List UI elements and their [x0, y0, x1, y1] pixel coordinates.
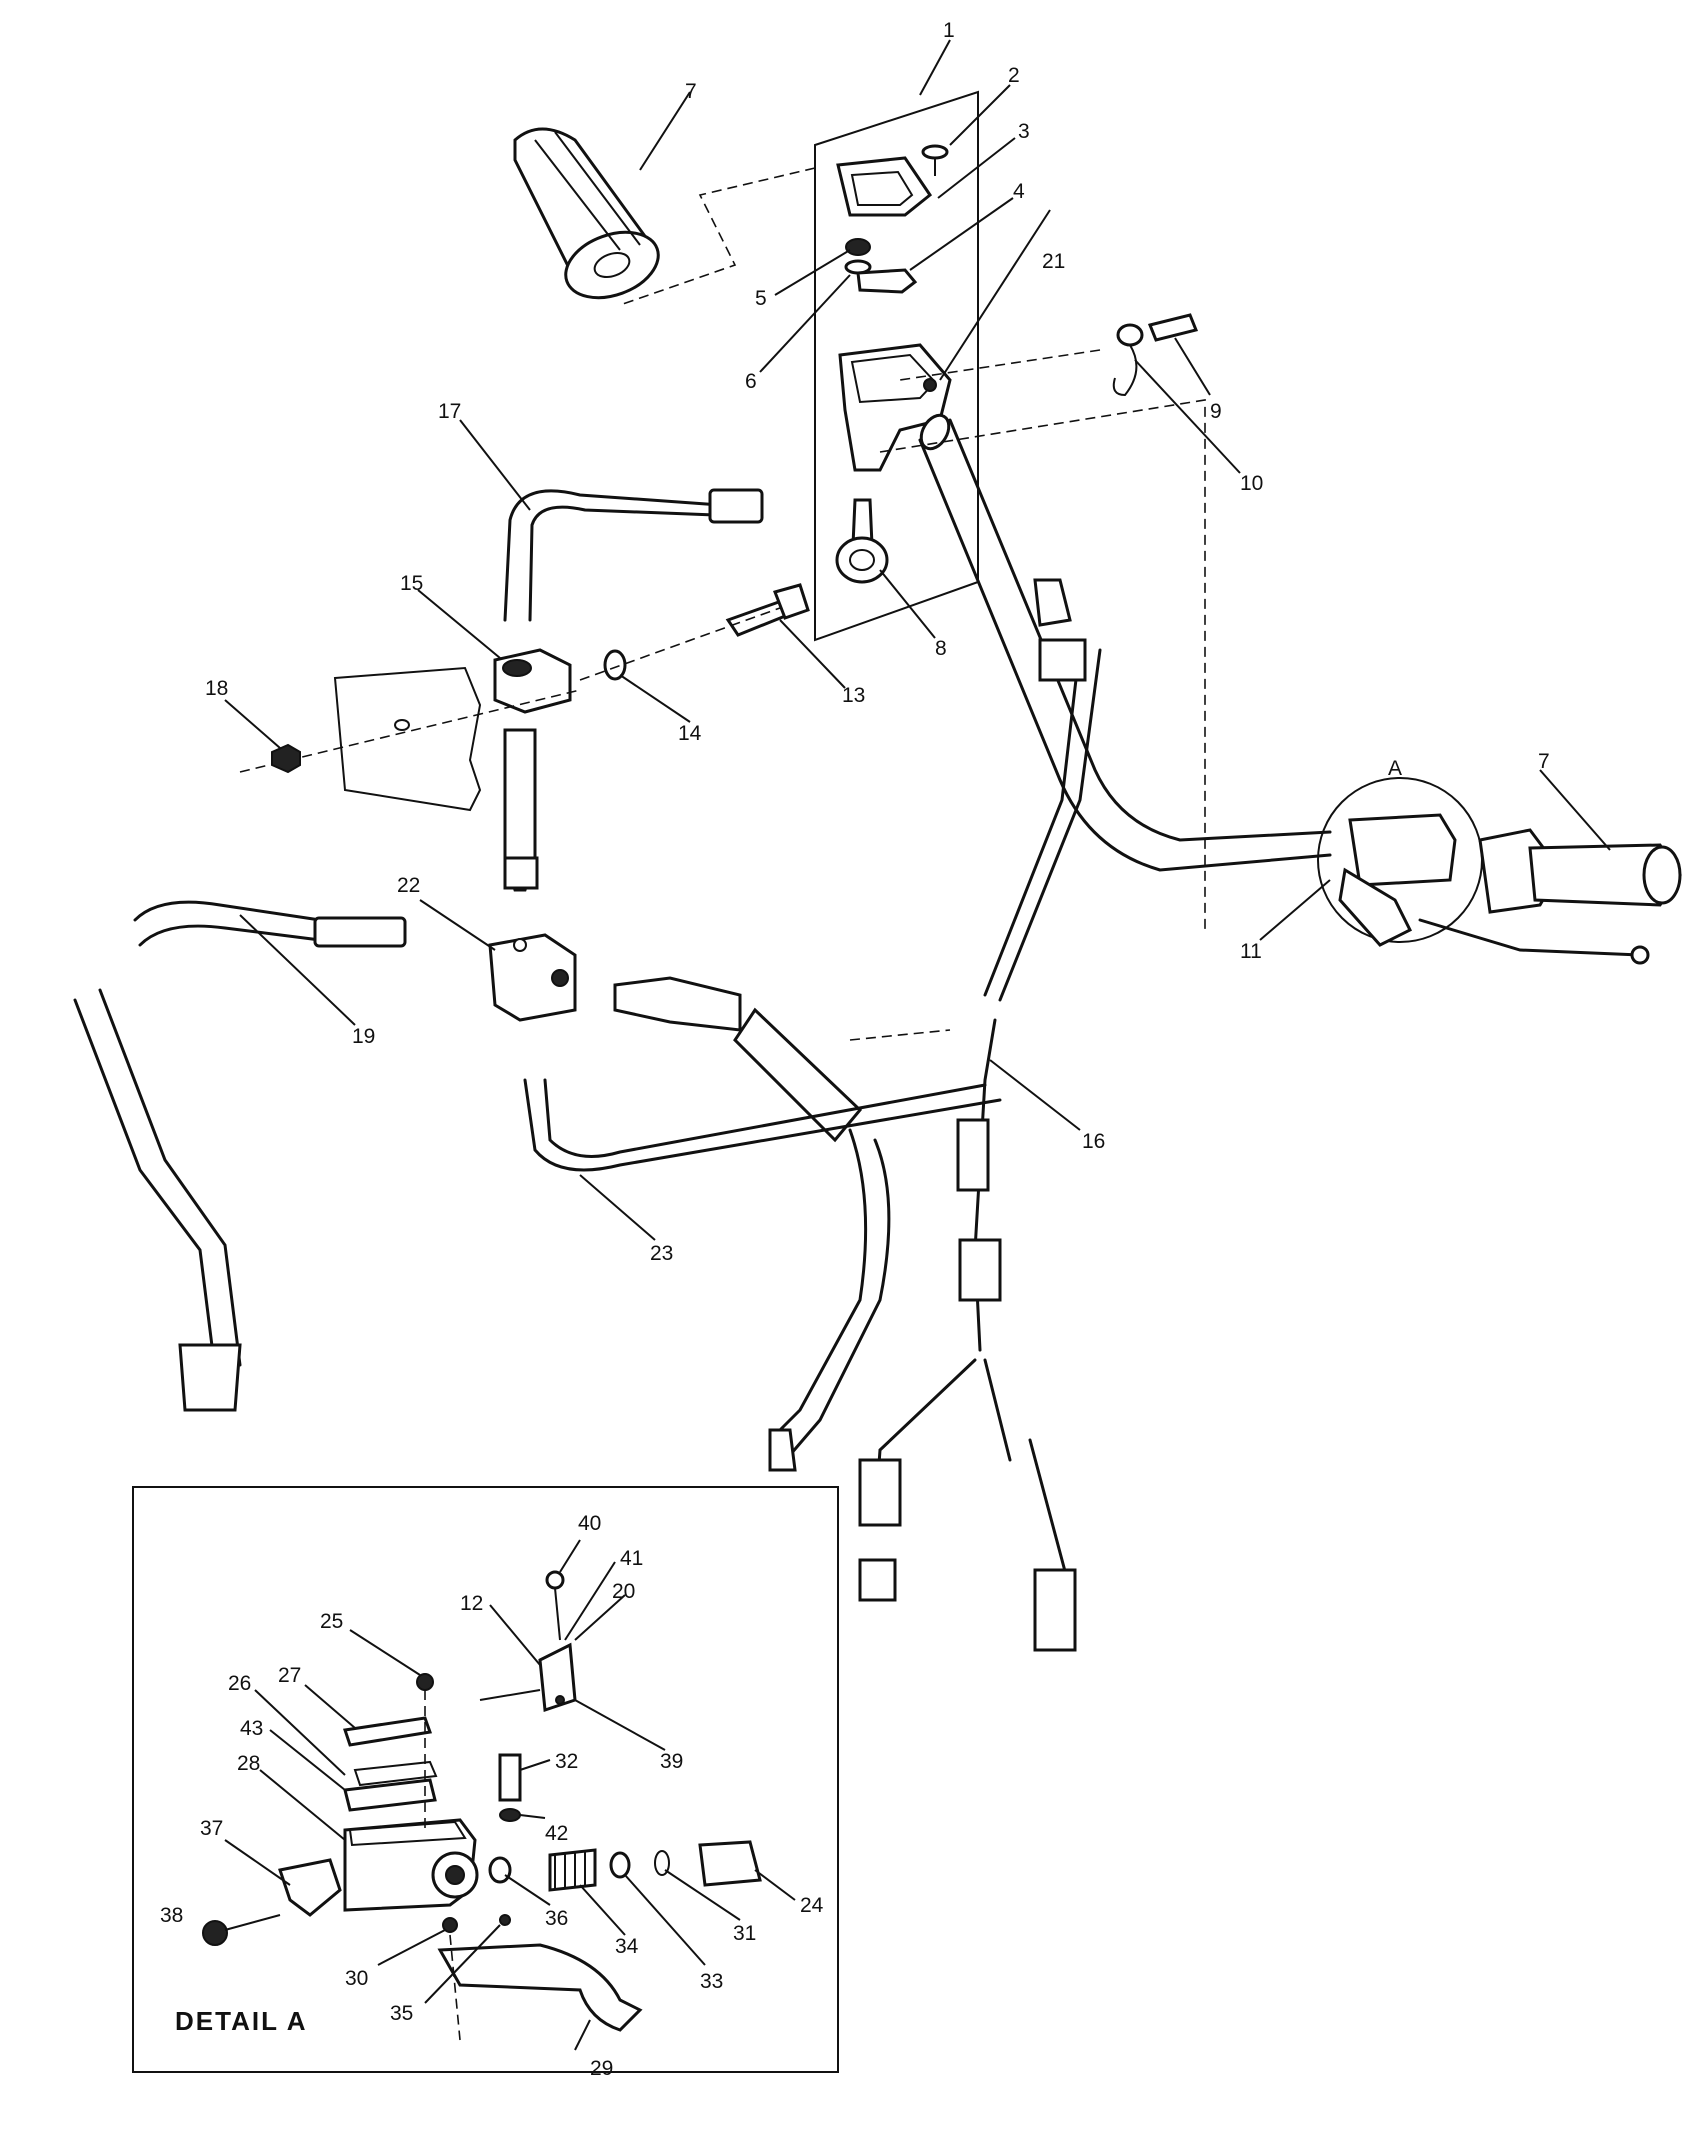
callout-17: 17 [438, 400, 461, 423]
callout-19: 19 [352, 1025, 375, 1048]
callout-27: 27 [278, 1664, 301, 1687]
callout-24: 24 [800, 1894, 824, 1917]
hose-17 [503, 489, 722, 622]
callout-2: 2 [1008, 64, 1020, 87]
callout-28: 28 [237, 1752, 260, 1775]
callout-18: 18 [205, 677, 228, 700]
callout-14: 14 [678, 722, 702, 745]
callout-36: 36 [545, 1907, 568, 1930]
callout-20: 20 [612, 1580, 635, 1603]
callout-8: 8 [935, 637, 947, 660]
callout-5: 5 [755, 287, 767, 310]
clamp-panel [814, 90, 979, 642]
detail-ref-a: A [1388, 757, 1402, 780]
callout-32: 32 [555, 1750, 578, 1773]
callout-12: 12 [460, 1592, 483, 1615]
callout-35: 35 [390, 2002, 413, 2025]
tee-block-22 [488, 933, 577, 1022]
detail-title: DETAIL A [175, 2006, 308, 2036]
callout-26: 26 [228, 1672, 251, 1695]
callout-1: 1 [943, 19, 955, 42]
callout-30: 30 [345, 1967, 368, 1990]
callout-labels: 1 2 3 4 5 6 7 7 8 9 10 11 12 13 14 15 16… [160, 19, 1550, 2080]
callout-38: 38 [160, 1904, 183, 1927]
callout-40: 40 [578, 1512, 601, 1535]
callout-33: 33 [700, 1970, 723, 1993]
callout-3: 3 [1018, 120, 1030, 143]
callout-22: 22 [397, 874, 420, 897]
left-grip [513, 127, 816, 306]
callout-41: 41 [620, 1547, 643, 1570]
callout-4: 4 [1013, 180, 1025, 203]
detail-a-box: DETAIL A [132, 1486, 839, 2073]
callout-9: 9 [1210, 400, 1222, 423]
callout-7a: 7 [685, 80, 697, 103]
leader-lines [224, 39, 1611, 2051]
callout-11: 11 [1240, 940, 1262, 963]
callout-25: 25 [320, 1610, 343, 1633]
callout-43: 43 [240, 1717, 263, 1740]
callout-39: 39 [660, 1750, 683, 1773]
callout-21: 21 [1042, 250, 1065, 273]
callout-7b: 7 [1538, 750, 1550, 773]
callout-10: 10 [1240, 472, 1263, 495]
callout-37: 37 [200, 1817, 223, 1840]
callout-23: 23 [650, 1242, 673, 1265]
detail-a-callout-circle [1317, 777, 1682, 965]
callout-13: 13 [842, 684, 865, 707]
callout-16: 16 [1082, 1130, 1105, 1153]
block-15 [239, 648, 581, 812]
callout-15: 15 [400, 572, 423, 595]
callout-29: 29 [590, 2057, 613, 2080]
callout-6: 6 [745, 370, 757, 393]
callout-31: 31 [733, 1922, 756, 1945]
callout-42: 42 [545, 1822, 568, 1845]
callout-34: 34 [615, 1935, 639, 1958]
